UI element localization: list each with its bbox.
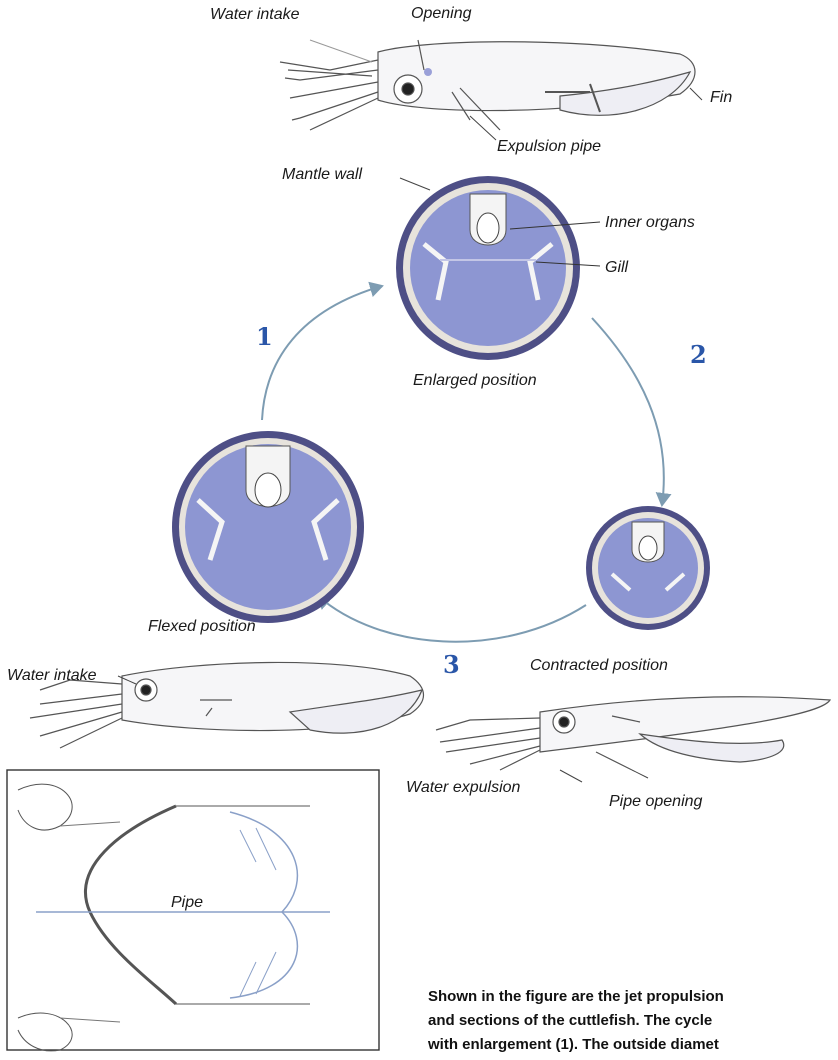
caption-line-2: and sections of the cuttlefish. The cycl…	[428, 1009, 838, 1033]
label-inner-organs: Inner organs	[605, 214, 695, 232]
cuttlefish-top	[280, 40, 695, 130]
caption-line-1: Shown in the figure are the jet propulsi…	[428, 985, 838, 1009]
enlarged-section	[396, 176, 580, 360]
contracted-section	[586, 506, 710, 630]
label-enlarged-position: Enlarged position	[413, 372, 537, 390]
label-mantle-wall: Mantle wall	[282, 166, 362, 184]
label-gill: Gill	[605, 259, 628, 277]
label-water-intake-top: Water intake	[210, 6, 300, 24]
arrow-step-1	[262, 286, 382, 420]
step-number-2: 2	[690, 340, 707, 369]
step-number-1: 1	[256, 322, 273, 351]
label-opening: Opening	[411, 5, 472, 23]
cuttlefish-right	[436, 697, 830, 770]
arrow-step-2	[592, 318, 664, 505]
label-pipe: Pipe	[171, 894, 203, 912]
flexed-section	[172, 431, 364, 623]
label-expulsion-pipe: Expulsion pipe	[497, 138, 601, 156]
label-pipe-opening: Pipe opening	[609, 793, 702, 811]
label-flexed-position: Flexed position	[148, 618, 256, 636]
label-fin: Fin	[710, 89, 732, 107]
label-water-intake-bottom: Water intake	[7, 667, 97, 685]
label-contracted-position: Contracted position	[530, 657, 668, 675]
caption-line-3: with enlargement (1). The outside diamet	[428, 1033, 838, 1057]
figure-caption: Shown in the figure are the jet propulsi…	[428, 985, 838, 1057]
label-water-expulsion: Water expulsion	[406, 779, 520, 797]
step-number-3: 3	[443, 650, 460, 679]
arrow-step-3	[318, 596, 586, 642]
